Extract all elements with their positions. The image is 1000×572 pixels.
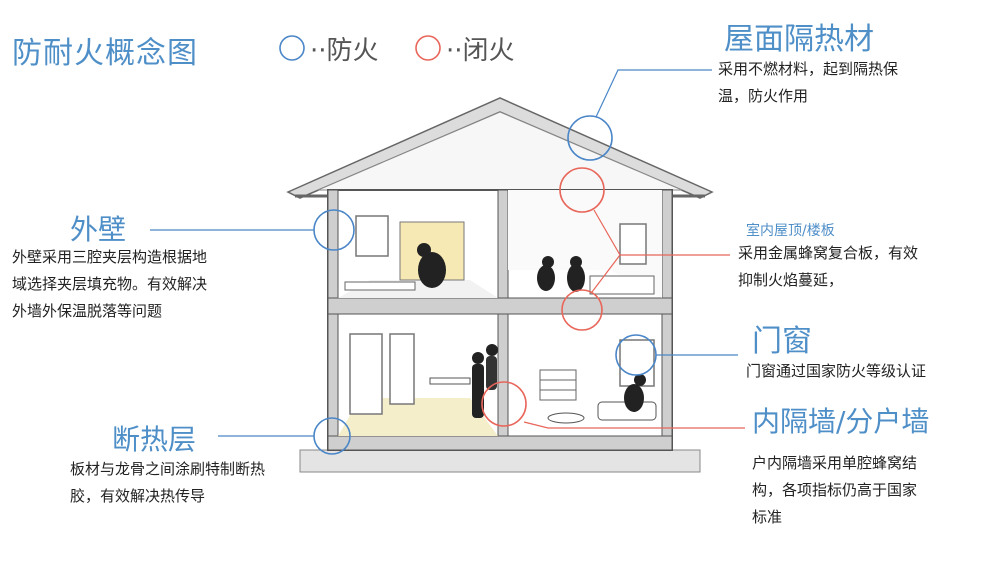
marker-ceiling-fireclose (559, 167, 605, 213)
ceiling-floor-text: 采用金属蜂窝复合板，有效抑制火焰蔓延， (738, 244, 919, 289)
upper-right-room-wall (508, 190, 662, 298)
page-title: 防耐火概念图 (12, 36, 198, 71)
marker-partition-fireclose (481, 381, 527, 427)
upper-right-window (619, 223, 647, 265)
lower-left-window-2 (389, 333, 415, 405)
exterior-wall-text: 外壁采用三腔夹层构造根据地域选择夹层填充物。有效解决外墙外保温脱落等问题 (12, 248, 208, 320)
roof-heading: 屋面隔热材 (724, 22, 874, 57)
marker-roof-fireproof (567, 115, 613, 161)
legend-fireclose-label: ··闭火 (446, 36, 515, 66)
leader-floor (591, 254, 621, 293)
door-window-heading: 门窗 (752, 324, 812, 359)
bed (589, 275, 655, 295)
upper-left-door-lit (399, 221, 465, 281)
insulation-heading: 断热层 (112, 423, 197, 456)
person-reading (418, 252, 446, 288)
legend-fireclose-circle (415, 35, 441, 61)
legend-fireproof-circle (279, 35, 305, 61)
second-floor-slab (327, 297, 673, 315)
person-standing-1-head (472, 352, 484, 364)
person-sitting-head (634, 374, 646, 386)
person-standing-1 (472, 364, 484, 418)
partition-wall-text: 户内隔墙采用单腔蜂窝结构，各项指标仍高于国家标准 (752, 454, 918, 526)
exterior-wall-right (661, 189, 673, 451)
ceiling-floor-heading: 室内屋顶/楼板 (746, 223, 835, 239)
exterior-wall-heading: 外壁 (70, 213, 127, 246)
partition-wall-upper (497, 189, 509, 299)
roof (286, 97, 714, 199)
legend-fireproof-label: ··防火 (310, 36, 379, 66)
child-1-head (542, 256, 554, 268)
partition-wall-lower (497, 313, 509, 437)
partition-wall-heading: 内隔墙/分户墙 (752, 405, 930, 438)
exterior-wall-left (327, 189, 339, 451)
leader-roof (595, 69, 712, 118)
marker-floor-fireclose (561, 289, 603, 331)
person-sitting (624, 384, 644, 412)
roof-underside (317, 111, 683, 191)
stairs (539, 369, 577, 401)
roof-text: 采用不燃材料，起到隔热保温，防火作用 (718, 60, 899, 105)
insulation-text: 板材与龙骨之间涂刷特制断热胶，有效解决热传导 (70, 460, 266, 505)
ground (299, 449, 701, 473)
upper-left-window (355, 215, 389, 257)
door-window-text: 门窗通过国家防火等级认证 (746, 362, 927, 380)
lower-left-window (349, 333, 383, 415)
person-standing-2-head (486, 344, 498, 356)
leader-partition (523, 421, 745, 429)
person-standing-2 (486, 356, 497, 390)
person-reading-head (417, 243, 431, 257)
child-2 (567, 264, 585, 292)
ground-floor-slab (327, 435, 673, 451)
child-1 (537, 265, 555, 291)
dining-table (429, 377, 471, 385)
desk (344, 281, 416, 291)
coffee-table (547, 412, 585, 424)
